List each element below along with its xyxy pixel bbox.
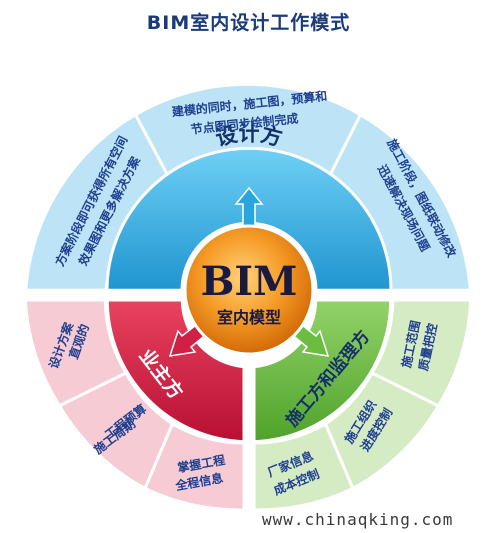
diagram-title: BIM室内设计工作模式 [146, 12, 351, 34]
center-model-label: 室内模型 [217, 308, 281, 327]
inner-segment-contractor [252, 298, 393, 444]
outer-segment-owner-3 [143, 421, 246, 512]
outer-segment-contractor-3 [369, 298, 473, 408]
center-bim-circle [183, 224, 315, 356]
center-bim-label: BIM [201, 258, 298, 305]
watermark-text: www.chinaqking.com [262, 510, 454, 529]
